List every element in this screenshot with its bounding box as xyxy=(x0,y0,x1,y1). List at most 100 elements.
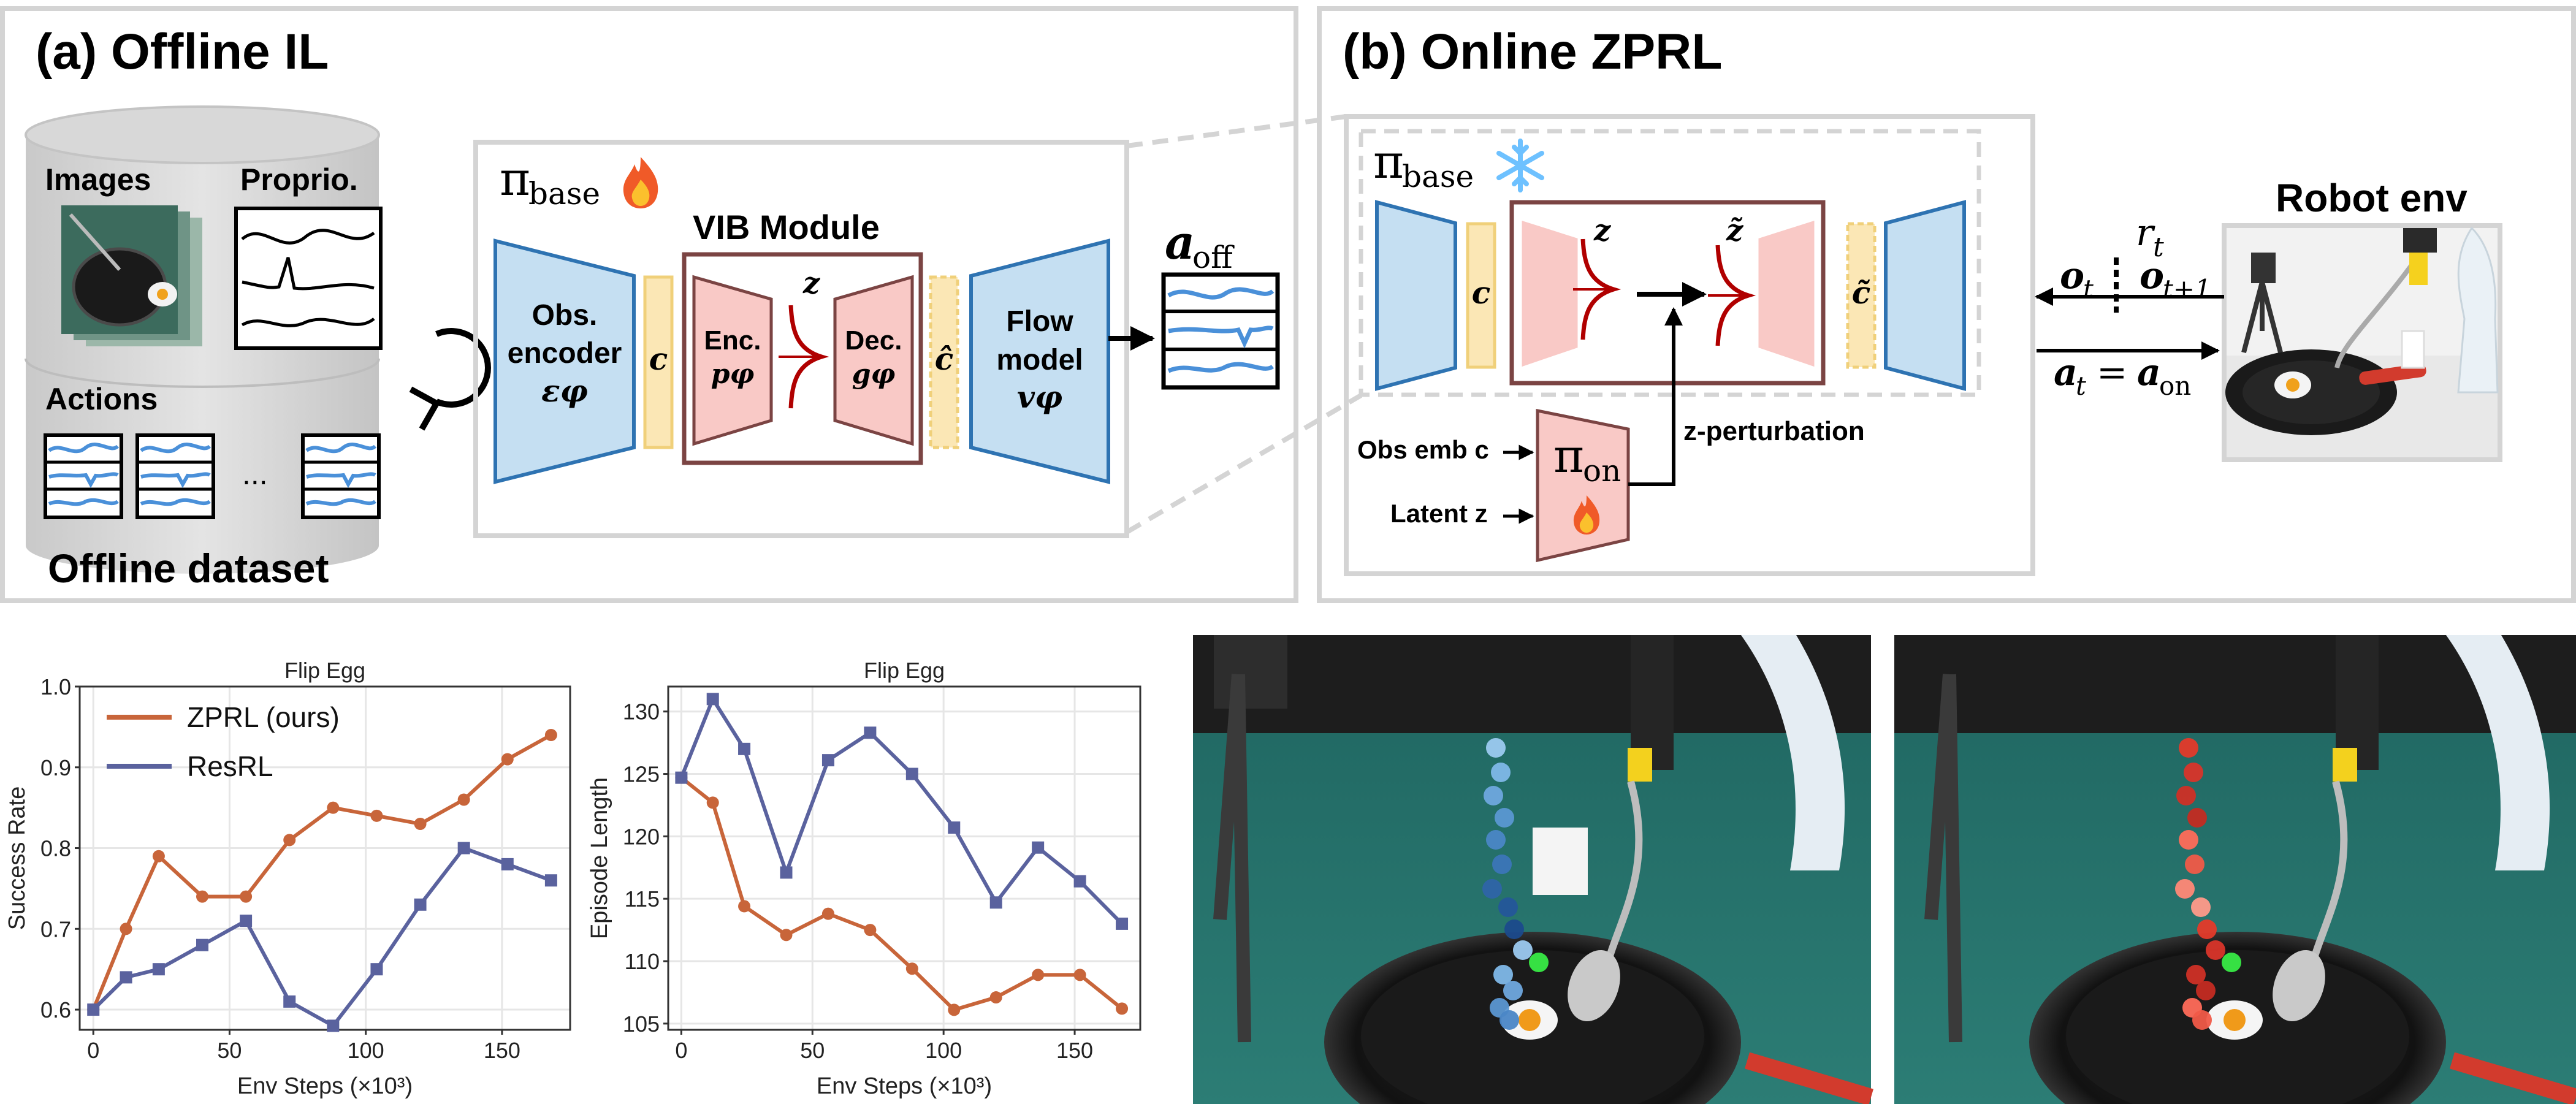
data-point-square xyxy=(414,898,427,911)
data-point-square xyxy=(1032,841,1045,854)
online-policy-block xyxy=(1536,408,1630,563)
data-point-square xyxy=(948,821,961,834)
x-tick-label: 100 xyxy=(925,1038,962,1063)
pi-base-label: π base xyxy=(500,151,658,211)
fire-icon xyxy=(623,157,658,208)
x-tick-label: 100 xyxy=(348,1038,384,1063)
data-point-square xyxy=(905,767,918,780)
proprio-plot-icon xyxy=(234,207,383,350)
y-tick-label: 1.0 xyxy=(40,674,71,699)
x-tick-label: 150 xyxy=(1056,1038,1093,1063)
x-tick-label: 150 xyxy=(484,1038,520,1063)
c-tilde-label: c̃ xyxy=(1852,275,1870,311)
frozen-vib-box xyxy=(1509,200,1826,386)
z-label-b: z xyxy=(1593,213,1612,248)
trajectory-dot xyxy=(2176,786,2196,805)
perturbation-arrow xyxy=(1628,307,1683,486)
svg-text:r: r xyxy=(2136,211,2155,254)
action-chunks-icon: ... xyxy=(44,433,381,519)
trajectory-dot xyxy=(1491,763,1511,782)
svg-text:base: base xyxy=(1402,159,1474,194)
panel-a-title: (a) Offline IL xyxy=(36,24,329,80)
legend-label: ResRL xyxy=(187,750,273,782)
snowflake-icon xyxy=(1496,139,1544,192)
rollout-photo-left xyxy=(1193,635,1874,1104)
data-point-square xyxy=(240,915,253,927)
z-label: z xyxy=(802,266,821,300)
data-point-square xyxy=(1073,875,1086,888)
trajectory-dot xyxy=(2187,808,2207,828)
data-point-circle xyxy=(948,1003,961,1016)
svg-text:off: off xyxy=(1192,240,1235,275)
y-tick-label: 115 xyxy=(625,886,660,912)
y-tick-label: 0.7 xyxy=(40,916,71,942)
pi-base-frozen-frame xyxy=(1358,129,1981,397)
data-point-square xyxy=(87,1003,100,1016)
trajectory-dot xyxy=(1504,919,1524,939)
data-point-square xyxy=(283,995,296,1008)
trajectory-dot xyxy=(2179,738,2198,758)
data-point-circle xyxy=(864,924,877,937)
robot-env-photo xyxy=(2222,223,2502,462)
data-point-square xyxy=(821,754,834,767)
z-tilde-gaussian-icon: z̃ xyxy=(1708,213,1756,346)
trajectory-dots-right xyxy=(2175,738,2241,1030)
x-axis-label: Env Steps (×10³) xyxy=(817,1073,992,1099)
data-point-circle xyxy=(989,991,1002,1004)
data-point-square xyxy=(370,963,383,976)
chart-title: Flip Egg xyxy=(864,658,945,683)
flow-model-symbol: vφ xyxy=(1017,379,1062,415)
trajectory-dot xyxy=(1492,855,1512,874)
panel-b-frame xyxy=(1317,6,2576,603)
data-point-square xyxy=(780,866,793,879)
offline-dataset-cylinder: Images Proprio. Actions xyxy=(25,105,383,591)
data-point-circle xyxy=(370,809,383,822)
series-line xyxy=(679,695,1124,926)
x-tick-label: 0 xyxy=(675,1038,687,1063)
zoom-line-bottom xyxy=(1125,393,1363,535)
data-point-circle xyxy=(120,923,132,935)
a-off-label: a off xyxy=(1165,215,1235,275)
data-point-square xyxy=(989,896,1002,909)
trajectory-dot xyxy=(2196,981,2216,1000)
svg-text:π: π xyxy=(1373,134,1404,189)
panel-a: (a) Offline IL Images Proprio. xyxy=(0,6,1363,603)
online-policy-frame xyxy=(1344,114,2035,576)
trajectory-dot xyxy=(1513,940,1533,960)
reward-label: r t xyxy=(2136,211,2164,263)
rollout-photo-right xyxy=(1894,635,2576,1104)
trajectory-dot xyxy=(2175,879,2195,899)
data-point-square xyxy=(1116,917,1129,930)
data-point-circle xyxy=(738,900,751,913)
decoder-label: Dec. xyxy=(845,325,902,356)
svg-text:t+1: t+1 xyxy=(2163,274,2211,304)
data-point-circle xyxy=(780,929,793,942)
data-point-circle xyxy=(1116,1002,1129,1015)
action-equation: a t = a on xyxy=(2054,351,2191,401)
svg-text:base: base xyxy=(528,176,600,211)
c-hat-label: ĉ xyxy=(935,341,953,377)
panel-a-frame xyxy=(0,6,1298,603)
data-point-circle xyxy=(1032,969,1045,981)
trajectory-dot xyxy=(2185,855,2204,874)
svg-text:t: t xyxy=(2153,232,2164,263)
y-tick-label: 130 xyxy=(623,699,660,725)
y-tick-label: 0.8 xyxy=(40,836,71,861)
svg-text:a: a xyxy=(2054,351,2078,394)
trajectory-dot xyxy=(2184,763,2203,782)
ellipsis-label: ... xyxy=(242,457,268,491)
x-tick-label: 50 xyxy=(800,1038,825,1063)
data-point-square xyxy=(544,874,557,887)
trajectory-dot xyxy=(2179,830,2198,850)
y-tick-label: 0.6 xyxy=(40,997,71,1022)
flow-model-line2: model xyxy=(996,344,1083,376)
pi-base-frozen-label: π base xyxy=(1373,134,1544,194)
data-point-circle xyxy=(196,890,208,903)
target-dot xyxy=(1529,953,1549,972)
y-tick-label: 105 xyxy=(623,1011,660,1037)
trajectory-dot xyxy=(2186,965,2206,984)
obs-emb-label: Obs emb c xyxy=(1357,435,1489,464)
svg-text:t: t xyxy=(2083,274,2094,304)
svg-text:on: on xyxy=(2159,371,2191,401)
